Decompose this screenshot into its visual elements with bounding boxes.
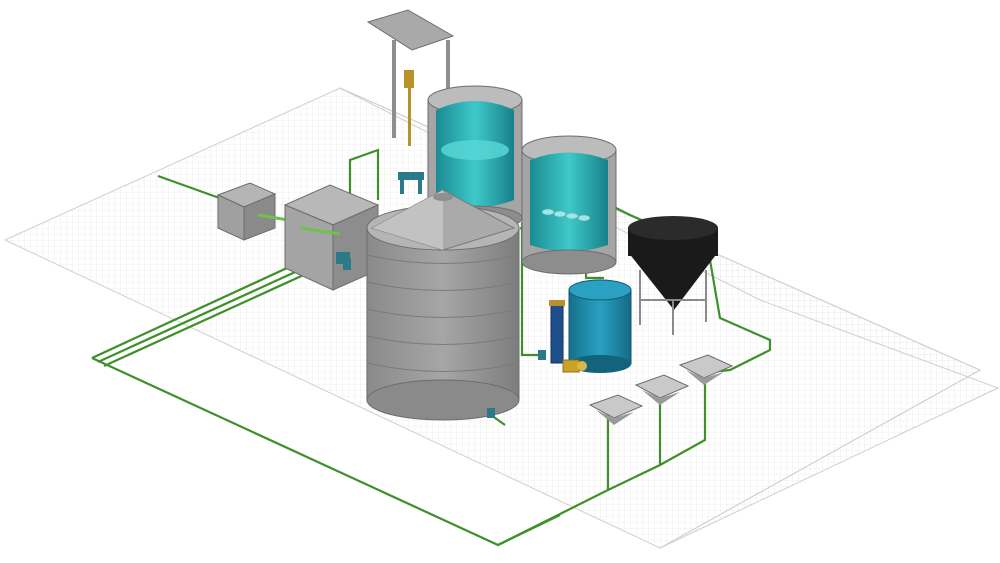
storage-tank-large xyxy=(366,189,520,421)
dosing-basins xyxy=(588,354,734,425)
inlet-pipe xyxy=(157,174,226,202)
inlet-box xyxy=(216,182,301,241)
settling-chamber xyxy=(283,184,380,291)
valves xyxy=(343,258,546,418)
reactor-tank-media xyxy=(521,135,617,275)
pump xyxy=(562,359,587,373)
filter-column xyxy=(549,300,565,364)
pressure-tank-blue xyxy=(568,279,632,373)
rain-gauge-shelter xyxy=(366,9,455,146)
cone-tank-black xyxy=(628,216,718,335)
valve-stand xyxy=(398,172,424,194)
